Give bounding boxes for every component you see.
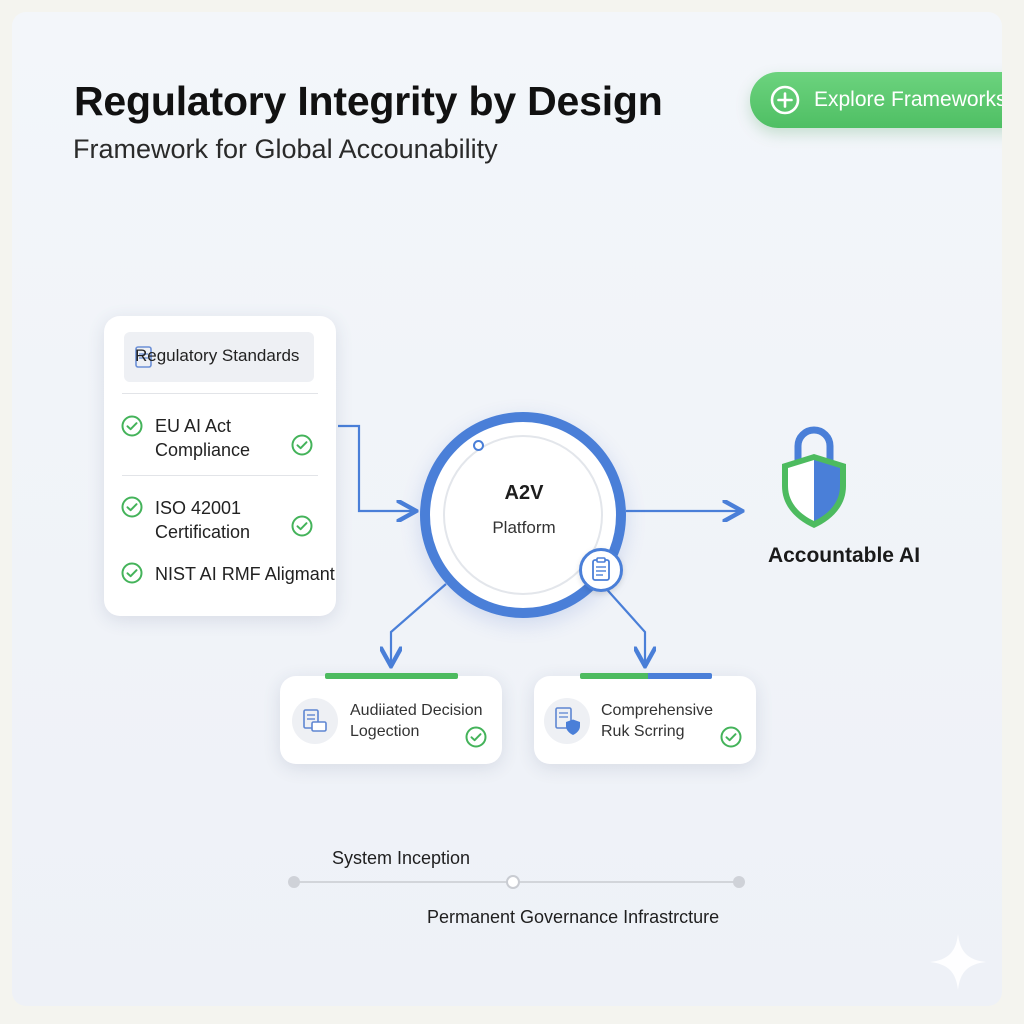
check-circle-icon bbox=[291, 515, 313, 537]
timeline-start-label: System Inception bbox=[332, 848, 471, 868]
check-circle-icon bbox=[720, 726, 742, 748]
standard-item-line: Certification bbox=[155, 522, 251, 542]
decision-log-icon-bg bbox=[292, 698, 338, 744]
standard-item-eu-ai-act: EU AI Act Compliance bbox=[155, 414, 250, 462]
flow-connectors bbox=[338, 424, 1002, 1006]
regulatory-standards-title: Regulatory Standards bbox=[135, 346, 300, 365]
risk-scoring-icon-bg bbox=[544, 698, 590, 744]
sparkle-icon bbox=[930, 934, 986, 990]
accountable-ai-label: Accountable AI bbox=[767, 544, 921, 567]
standard-item-nist-ai-rmf: NIST AI RMF Aligmant bbox=[155, 562, 335, 586]
timeline-mid-marker[interactable] bbox=[506, 875, 520, 889]
document-shield-icon bbox=[555, 707, 580, 735]
output-line: Audiiated Decision bbox=[350, 702, 483, 719]
decision-log-card-bar bbox=[325, 673, 458, 679]
hub-indicator-dot bbox=[473, 440, 484, 451]
risk-scoring-label: Comprehensive Ruk Scrring bbox=[601, 700, 713, 742]
standards-to-hub-connector bbox=[338, 424, 414, 511]
hub-badge[interactable] bbox=[579, 548, 623, 592]
risk-scoring-card-bar-green bbox=[580, 673, 648, 679]
page-subtitle: Framework for Global Accounability bbox=[73, 134, 498, 164]
hub-subtitle: Platform bbox=[492, 518, 556, 537]
clipboard-icon bbox=[592, 557, 610, 581]
explore-frameworks-label: Explore Frameworks bbox=[814, 88, 1002, 111]
check-circle-icon bbox=[121, 415, 143, 437]
regulatory-standards-header: Regulatory Standards bbox=[124, 332, 314, 382]
risk-scoring-card-bar-blue bbox=[648, 673, 712, 679]
timeline-end-marker bbox=[733, 876, 745, 888]
check-circle-icon bbox=[121, 496, 143, 518]
hub-inner-ring bbox=[443, 435, 603, 595]
hub-to-decision-log-connector bbox=[391, 583, 447, 664]
standard-item-line: EU AI Act bbox=[155, 416, 232, 436]
output-line: Comprehensive bbox=[601, 702, 714, 719]
output-line: Logection bbox=[350, 723, 420, 740]
check-circle-icon bbox=[121, 562, 143, 584]
standard-item-line: Compliance bbox=[155, 440, 251, 460]
document-icon bbox=[135, 346, 152, 368]
decision-log-label: Audiiated Decision Logection bbox=[350, 700, 483, 742]
check-circle-icon bbox=[465, 726, 487, 748]
standards-divider bbox=[122, 475, 318, 476]
diagram-canvas: Regulatory Integrity by Design Framework… bbox=[12, 12, 1002, 1006]
output-line: Ruk Scrring bbox=[601, 723, 685, 740]
standard-item-line: NIST AI RMF Aligmant bbox=[155, 564, 335, 584]
standards-divider bbox=[122, 393, 318, 394]
check-circle-icon bbox=[291, 434, 313, 456]
standard-item-line: ISO 42001 bbox=[155, 498, 242, 518]
timeline-start-marker bbox=[288, 876, 300, 888]
log-list-icon bbox=[303, 709, 327, 732]
hub-to-risk-scoring-connector bbox=[601, 583, 645, 664]
page-title: Regulatory Integrity by Design bbox=[74, 78, 663, 124]
shield-lock-icon bbox=[782, 426, 846, 528]
timeline-end-label: Permanent Governance Infrastrcture bbox=[427, 907, 720, 927]
standard-item-iso-42001: ISO 42001 Certification bbox=[155, 496, 250, 544]
explore-frameworks-button[interactable]: Explore Frameworks bbox=[750, 72, 1002, 128]
hub-name: A2V bbox=[504, 482, 544, 504]
plus-circle-icon bbox=[770, 85, 800, 115]
